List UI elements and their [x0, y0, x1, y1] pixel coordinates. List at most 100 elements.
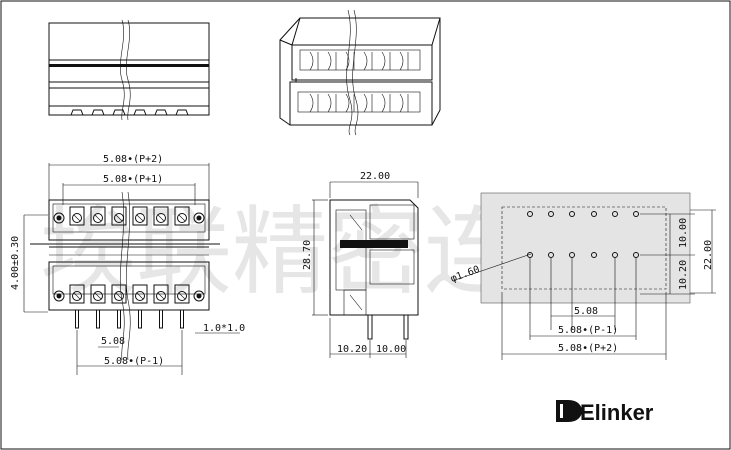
screw-slot — [115, 292, 123, 300]
top-view — [48, 19, 210, 121]
side-width-label: 22.00 — [360, 171, 390, 182]
screw-slot — [136, 214, 144, 222]
screw — [72, 213, 82, 223]
contact-housing — [132, 206, 148, 226]
pcb-hole — [527, 211, 533, 217]
screw — [114, 291, 124, 301]
solder-pin — [159, 309, 163, 329]
screw-slot — [115, 214, 123, 222]
mount-hole — [53, 212, 65, 224]
screw — [93, 213, 103, 223]
mount-hole — [193, 212, 205, 224]
pcb-hole — [612, 211, 618, 217]
solder-pin — [117, 309, 121, 329]
solder-pin — [180, 309, 184, 329]
screw — [135, 291, 145, 301]
dim-height-label: 4.00±0.30 — [10, 236, 21, 290]
screw-slot — [178, 292, 186, 300]
pcb-total-label: 22.00 — [703, 240, 714, 270]
contact-housing — [90, 284, 106, 304]
mount-hole-center — [56, 215, 62, 221]
pcb-hole — [612, 252, 618, 258]
isometric-view — [279, 9, 441, 136]
contact-housing — [69, 284, 85, 304]
iso-lower-contact — [309, 93, 319, 113]
mount-hole-center — [196, 215, 202, 221]
screw-slot — [136, 292, 144, 300]
screw — [156, 213, 166, 223]
pcb-right-top-label: 10.00 — [678, 218, 689, 248]
iso-upper-contact — [363, 51, 373, 71]
top-slot — [133, 109, 147, 116]
screw-slot — [73, 292, 81, 300]
iso-lower-contact — [327, 93, 337, 113]
pcb-right-bottom-label: 10.20 — [678, 260, 689, 290]
pcb-hole — [633, 252, 639, 258]
contact-housing — [153, 206, 169, 226]
pcb-hole — [569, 211, 575, 217]
pcb-hole — [569, 252, 575, 258]
contact-housing — [69, 206, 85, 226]
iso-upper-contact — [381, 51, 391, 71]
dim-pin-label: 1.0*1.0 — [203, 323, 245, 334]
iso-upper-contact — [309, 51, 319, 71]
iso-lower-contact — [399, 93, 409, 113]
screw-slot — [157, 214, 165, 222]
contact-housing — [153, 284, 169, 304]
contact-housing — [90, 206, 106, 226]
screw-slot — [157, 292, 165, 300]
pcb-layout: φ1.60 10.00 10.20 22.00 5.08 5.08•(P-1) … — [449, 192, 716, 360]
pcb-hole — [548, 252, 554, 258]
brand-name: Elinker — [580, 400, 654, 425]
contact-housing — [111, 206, 127, 226]
brand-logo: Elinker — [556, 400, 654, 425]
side-left-label: 10.20 — [337, 344, 367, 355]
contact-housing — [174, 206, 190, 226]
dim-p-minus-1-label: 5.08•(P-1) — [104, 356, 164, 367]
contact-housing — [111, 284, 127, 304]
side-right-label: 10.00 — [376, 344, 406, 355]
top-slot — [70, 109, 84, 116]
side-height-label: 28.70 — [302, 240, 313, 270]
mount-hole-center — [56, 293, 62, 299]
contact-housing — [174, 284, 190, 304]
top-slot — [154, 109, 168, 116]
iso-lower-contact — [363, 93, 373, 113]
front-view: 5.08•(P+2) 5.08•(P+1) 4.00±0.30 1.0*1.0 … — [10, 154, 245, 375]
solder-pin — [138, 309, 142, 329]
screw — [156, 291, 166, 301]
screw — [93, 291, 103, 301]
iso-lower-contact — [345, 93, 355, 113]
dim-pitch-label: 5.08 — [101, 336, 125, 347]
mount-hole-center — [196, 293, 202, 299]
solder-pin — [75, 309, 79, 329]
pcb-hole — [633, 211, 639, 217]
pcb-hole — [591, 252, 597, 258]
mount-hole — [53, 290, 65, 302]
top-slot — [112, 109, 126, 116]
pcb-hole — [591, 211, 597, 217]
pcb-hole — [548, 211, 554, 217]
screw-slot — [73, 214, 81, 222]
screw — [72, 291, 82, 301]
side-view: 22.00 28.70 10.20 10.00 — [302, 171, 419, 358]
pcb-p-plus-2-label: 5.08•(P+2) — [558, 343, 618, 354]
mount-hole — [193, 290, 205, 302]
screw — [177, 213, 187, 223]
elinker-logo-icon — [556, 400, 582, 422]
iso-upper-contact — [399, 51, 409, 71]
dim-p-plus-1-label: 5.08•(P+1) — [103, 174, 163, 185]
top-slot — [175, 109, 189, 116]
iso-upper-contact — [327, 51, 337, 71]
screw-slot — [94, 214, 102, 222]
solder-pin — [96, 309, 100, 329]
contact-housing — [132, 284, 148, 304]
iso-lower-contact — [381, 93, 391, 113]
screw — [135, 213, 145, 223]
screw-slot — [178, 214, 186, 222]
pcb-pitch-label: 5.08 — [574, 306, 598, 317]
screw — [177, 291, 187, 301]
pcb-p-minus-1-label: 5.08•(P-1) — [558, 325, 618, 336]
